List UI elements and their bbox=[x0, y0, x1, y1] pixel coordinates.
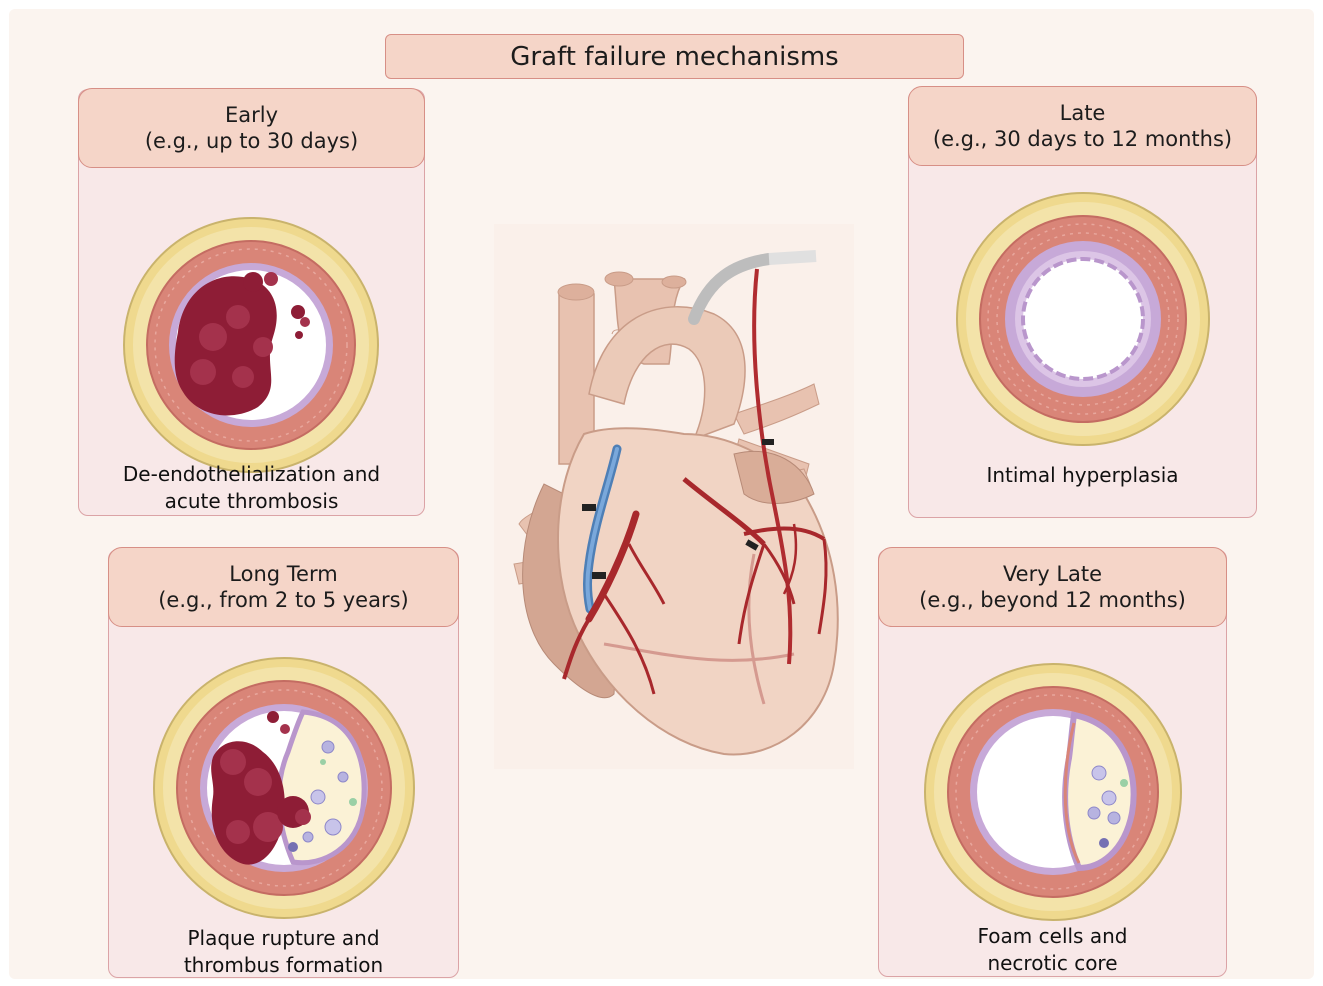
panel-early-period: (e.g., up to 30 days) bbox=[145, 128, 358, 154]
panel-long-term-title: Long Term bbox=[229, 561, 337, 587]
vessel-very-late-illustration bbox=[924, 663, 1182, 921]
panel-long-term-header: Long Term (e.g., from 2 to 5 years) bbox=[108, 547, 459, 627]
vessel-long-term-illustration bbox=[153, 657, 415, 919]
figure-background: Graft failure mechanisms Early (e.g., up… bbox=[9, 9, 1314, 979]
panel-late-header: Late (e.g., 30 days to 12 months) bbox=[908, 86, 1257, 166]
panel-late-title: Late bbox=[1060, 100, 1106, 126]
vessel-early-illustration bbox=[123, 217, 379, 473]
panel-long-term-caption: Plaque rupture and thrombus formation bbox=[108, 925, 459, 979]
figure-title: Graft failure mechanisms bbox=[385, 34, 964, 79]
panel-early-caption: De-endothelialization and acute thrombos… bbox=[78, 461, 425, 515]
panel-very-late-header: Very Late (e.g., beyond 12 months) bbox=[878, 547, 1227, 627]
panel-very-late-caption: Foam cells and necrotic core bbox=[878, 923, 1227, 977]
panel-late-period: (e.g., 30 days to 12 months) bbox=[933, 126, 1232, 152]
panel-late-caption: Intimal hyperplasia bbox=[908, 462, 1257, 489]
panel-early-title: Early bbox=[225, 102, 278, 128]
panel-very-late-title: Very Late bbox=[1003, 561, 1102, 587]
vessel-late-illustration bbox=[956, 192, 1210, 446]
panel-long-term-period: (e.g., from 2 to 5 years) bbox=[158, 587, 409, 613]
panel-early-header: Early (e.g., up to 30 days) bbox=[78, 88, 425, 168]
heart-illustration bbox=[494, 224, 854, 769]
panel-very-late-period: (e.g., beyond 12 months) bbox=[919, 587, 1186, 613]
